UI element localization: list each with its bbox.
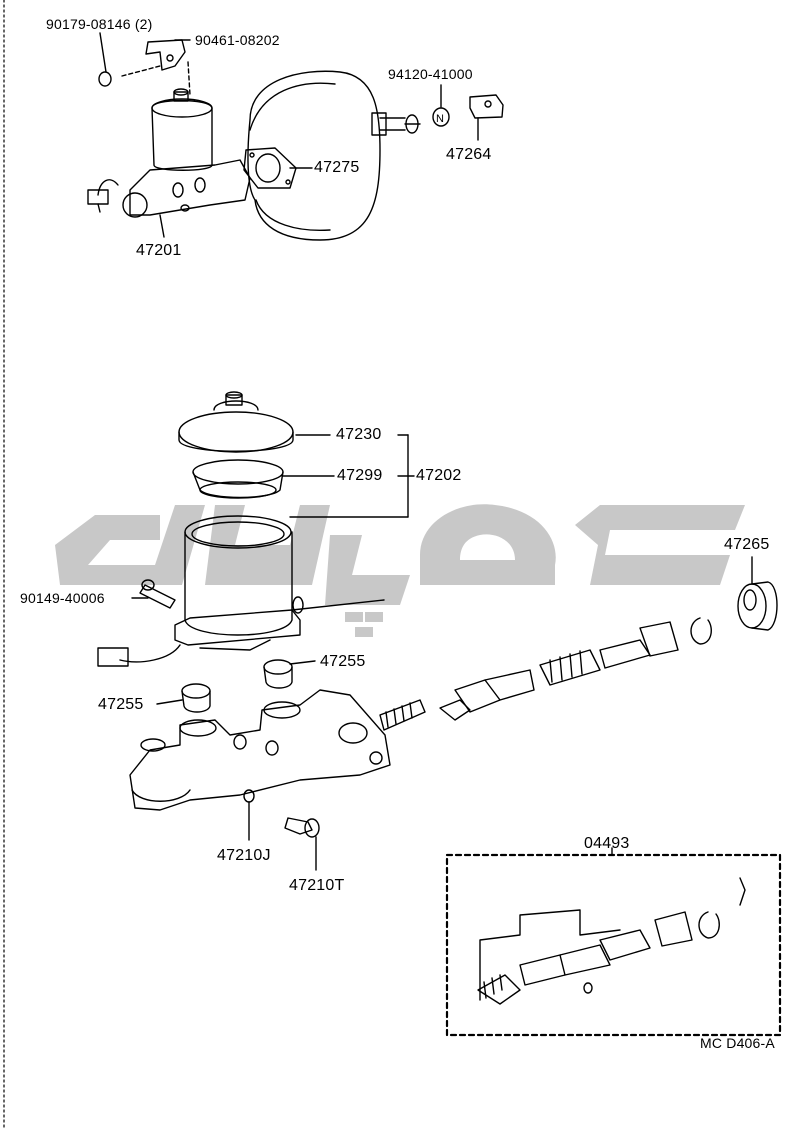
strainer [192,459,284,499]
bolt-part-number: 90179-08146 (2) [46,16,153,32]
reservoir [97,515,304,667]
nut-part-number: 94120-41000 [388,66,473,82]
push-rod-nut: N [432,107,450,127]
kit-part-number: 04493 [584,835,630,852]
small-gasket-part-number: 47210J [217,847,271,864]
piston-springs [379,621,679,731]
reservoir-cap-part-number: 47230 [336,426,382,443]
booster-gasket [243,147,297,189]
bracket-part-number: 90461-08202 [195,32,280,48]
grommet-upper-part-number: 47255 [320,653,366,670]
svg-text:N: N [436,113,444,125]
master-cylinder-body [129,689,391,811]
union-bolt [284,817,320,838]
clevis-part-number: 47264 [446,146,492,163]
reservoir-screw [139,579,176,609]
union-bolt-part-number: 47210T [289,877,345,894]
watermark-logo [55,504,745,637]
reservoir-set-part-number: 47202 [416,467,462,484]
reservoir-cap [178,391,294,453]
master-cylinder-assembly [87,88,251,218]
repair-kit [445,847,782,1037]
leader-lines [99,32,753,871]
snap-ring [690,617,712,645]
gasket-part-number: 47275 [314,159,360,176]
small-gasket [243,789,255,803]
brake-booster [247,70,421,241]
bracket-and-bolt [98,39,191,96]
master-cylinder-part-number: 47201 [136,242,182,259]
cylinder-boot [737,581,778,631]
grommets [181,659,293,713]
screw-part-number: 90149-40006 [20,590,105,606]
grommet-lower-part-number: 47255 [98,696,144,713]
strainer-part-number: 47299 [337,467,383,484]
boot-part-number: 47265 [724,536,770,553]
reference-code: MC D406-A [700,1035,775,1051]
clevis [469,94,504,119]
